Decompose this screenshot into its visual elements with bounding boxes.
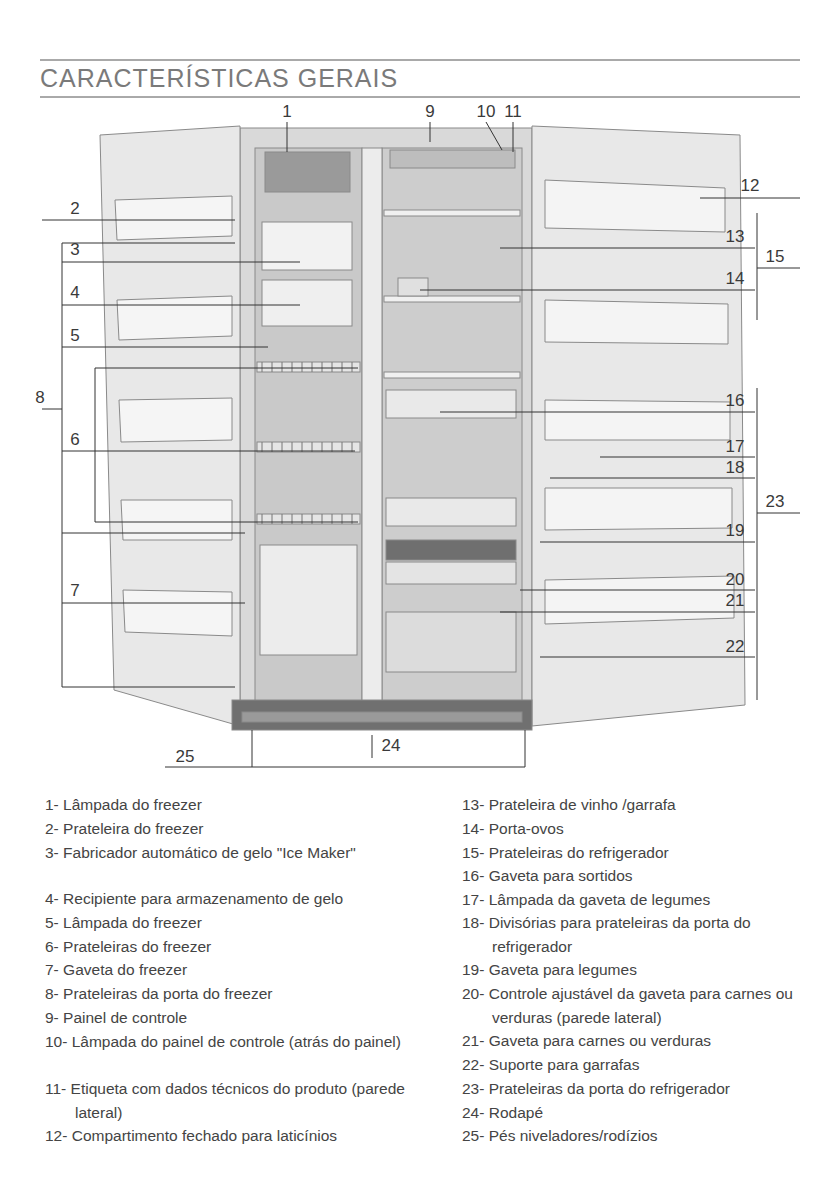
legend-item: 14- Porta-ovos [462,817,812,841]
legend-item: 4- Recipiente para armazenamento de gelo [45,887,430,911]
legend-item: 22- Suporte para garrafas [462,1053,812,1077]
legend-item: 6- Prateleiras do freezer [45,935,430,959]
legend-item: 15- Prateleiras do refrigerador [462,841,812,865]
page-title: CARACTERÍSTICAS GERAIS [40,64,398,93]
callout-number: 10 [477,103,496,121]
leader-lines [42,122,800,767]
callout-number: 19 [726,522,745,540]
legend-item: 20- Controle ajustável da gaveta para ca… [462,982,812,1029]
callout-number: 4 [70,284,79,302]
callout-number: 2 [70,200,79,218]
callout-number: 12 [741,177,760,195]
callout-number: 22 [726,638,745,656]
callout-number: 8 [35,389,44,407]
header-rules [40,60,800,97]
callout-number: 24 [382,737,401,755]
callout-number: 6 [70,431,79,449]
callout-number: 23 [766,493,785,511]
callout-number: 11 [504,103,522,121]
legend-item: 5- Lâmpada do freezer [45,911,430,935]
legend-item: 7- Gaveta do freezer [45,958,430,982]
legend-item: 25- Pés niveladores/rodízios [462,1124,812,1148]
legend-item: 18- Divisórias para prateleiras da porta… [462,911,812,958]
legend-item: 11- Etiqueta com dados técnicos do produ… [45,1077,430,1124]
callout-number: 7 [70,582,79,600]
legend-item: 10- Lâmpada do painel de controle (atrás… [45,1030,430,1054]
legend-item: 19- Gaveta para legumes [462,958,812,982]
legend-item: 13- Prateleira de vinho /garrafa [462,793,812,817]
callout-number: 13 [726,228,745,246]
legend-item: 21- Gaveta para carnes ou verduras [462,1029,812,1053]
legend-item: 2- Prateleira do freezer [45,817,430,841]
callout-number: 20 [726,571,745,589]
callout-number: 17 [726,438,745,456]
callout-number: 16 [726,392,745,410]
callout-number: 15 [766,248,785,266]
callout-number: 18 [726,459,745,477]
callout-number: 5 [70,327,79,345]
legend-item: 23- Prateleiras da porta do refrigerador [462,1077,812,1101]
legend-item: 17- Lâmpada da gaveta de legumes [462,888,812,912]
legend-item: 16- Gaveta para sortidos [462,864,812,888]
legend-item: 9- Painel de controle [45,1006,430,1030]
legend-item: 12- Compartimento fechado para laticínio… [45,1124,430,1148]
legend-item: 1- Lâmpada do freezer [45,793,430,817]
callout-number: 25 [176,748,195,766]
legend-item: 3- Fabricador automático de gelo "Ice Ma… [45,841,430,865]
legend-item: 8- Prateleiras da porta do freezer [45,982,430,1006]
callout-number: 14 [726,270,745,288]
fridge-drawing [100,126,745,730]
callout-number: 9 [425,103,434,121]
callout-number: 3 [70,241,79,259]
callout-number: 1 [282,103,291,121]
callout-number: 21 [726,592,745,610]
legend-item: 24- Rodapé [462,1101,812,1125]
